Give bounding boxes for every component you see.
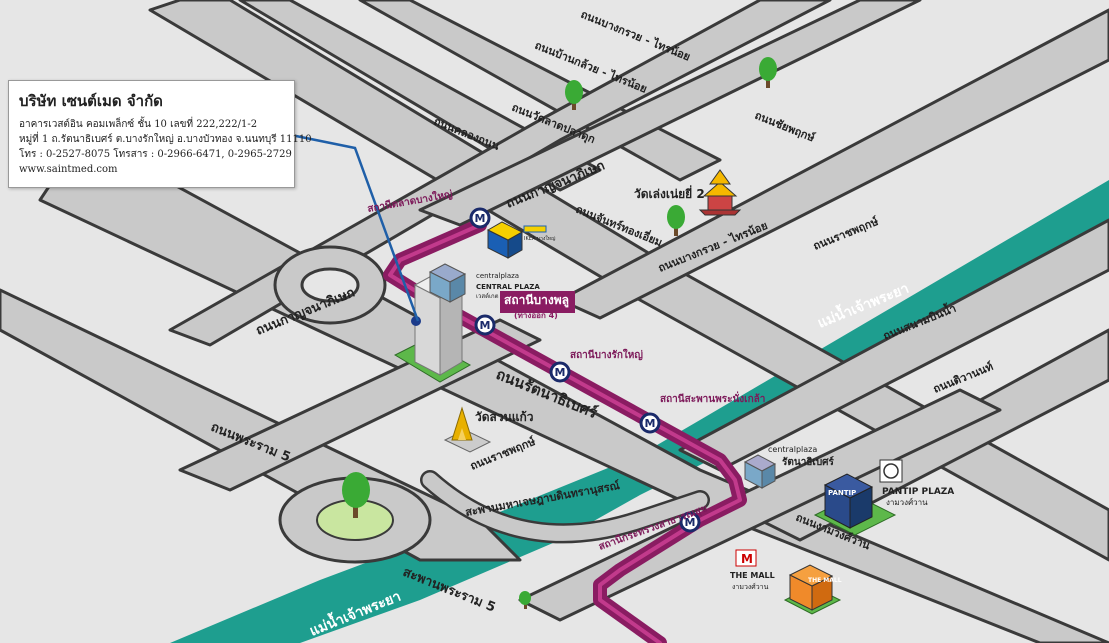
ikea-logo	[523, 225, 547, 233]
central-westgate-right	[449, 273, 466, 303]
central-westgate-sublabel: เวสต์เกต	[476, 292, 499, 300]
main-station-badge	[500, 291, 575, 313]
company-phone: โทร : 0-2527-8075 โทรสาร : 0-2966-6471, …	[19, 149, 292, 160]
station-m-label: M	[480, 319, 491, 332]
station-marker-bangphlu: M	[474, 314, 496, 336]
temple1-label: วัดเล่งเน่ยยี่ 2	[634, 185, 705, 201]
loop-inner	[300, 267, 360, 303]
station-label: สถานีสะพานพระนั่งเกล้า	[660, 391, 765, 405]
pantip-sign: PANTIP	[828, 489, 856, 497]
central-rattana-label: รัตนาธิเบศร์	[782, 456, 835, 468]
station-m-label: M	[475, 212, 486, 225]
central-westgate-label: CENTRAL PLAZA	[476, 283, 540, 291]
office-location-dot	[411, 316, 421, 326]
tree-icon	[565, 80, 583, 110]
metro-line	[383, 218, 747, 643]
interchange-loop	[273, 245, 387, 325]
station-m-label: M	[685, 516, 696, 529]
station-label: สถานีบางรักใหญ่	[570, 348, 643, 361]
tree-icon	[759, 57, 777, 88]
station-markers: M M M M M	[469, 207, 701, 533]
company-website[interactable]: www.saintmed.com	[19, 164, 118, 175]
station-marker-bangrakyai: M	[549, 361, 571, 383]
pantip-building	[813, 473, 897, 536]
pantip-label: PANTIP PLAZA	[882, 487, 954, 497]
station-marker-phra-nang-klao: M	[639, 412, 661, 434]
company-address-line1: อาคารเวสต์อิน คอมเพล็กซ์ ชั้น 10 เลขที่ …	[19, 119, 258, 130]
office-building-left	[414, 284, 441, 376]
the-mall-logo	[735, 549, 757, 567]
the-mall-sign: THE MALL	[808, 577, 842, 584]
company-name: บริษัท เซนต์เมด จำกัด	[19, 92, 163, 110]
tree-icon	[667, 205, 685, 236]
tree-icon	[519, 591, 531, 609]
pantip-logo-mark	[883, 463, 899, 479]
ikea-building	[486, 221, 524, 259]
central-westgate-logo: centralplaza	[476, 272, 519, 280]
the-mall-logo-mark: M	[741, 552, 753, 566]
tree-icon	[342, 472, 370, 518]
main-station-label: สถานีบางพลู	[504, 293, 569, 308]
ikea-label: IKEA บางใหญ่	[524, 235, 555, 242]
temple2-icon	[443, 406, 492, 453]
station-marker-talad-bangyai: M	[469, 207, 491, 229]
pantip-logo	[879, 459, 903, 483]
the-mall-building	[783, 564, 842, 615]
road-bang-kruai	[418, 0, 922, 227]
main-station-sublabel: (ทางออก 4)	[514, 311, 558, 320]
central-rattana-building	[743, 454, 777, 489]
trees	[342, 57, 777, 609]
central-rattana-logo: centralplaza	[768, 445, 817, 454]
station-m-label: M	[555, 366, 566, 379]
the-mall-sublabel: งามวงศ์วาน	[732, 583, 769, 591]
company-info-box: บริษัท เซนต์เมด จำกัด อาคารเวสต์อิน คอมเ…	[8, 80, 312, 188]
temple1-icon	[698, 169, 742, 216]
the-mall-label: THE MALL	[730, 571, 775, 580]
road-ratchaphruek	[558, 8, 1109, 320]
station-marker-ministry: M	[679, 511, 701, 533]
central-westgate-building	[428, 263, 467, 303]
office-building	[393, 272, 472, 383]
road-sanambin-nam	[678, 218, 1109, 472]
roundabout	[278, 476, 432, 564]
temple2-label: วัดสวนแก้ว	[475, 410, 534, 424]
pantip-sublabel: งามวงศ์วาน	[886, 497, 928, 507]
station-m-label: M	[645, 417, 656, 430]
bridge-road	[422, 472, 708, 541]
company-address-line2: หมู่ที่ 1 ถ.รัตนาธิเบศร์ ต.บางรักใหญ่ อ.…	[19, 134, 312, 145]
pointer-line	[295, 134, 420, 322]
metro-track-inner	[388, 223, 742, 643]
